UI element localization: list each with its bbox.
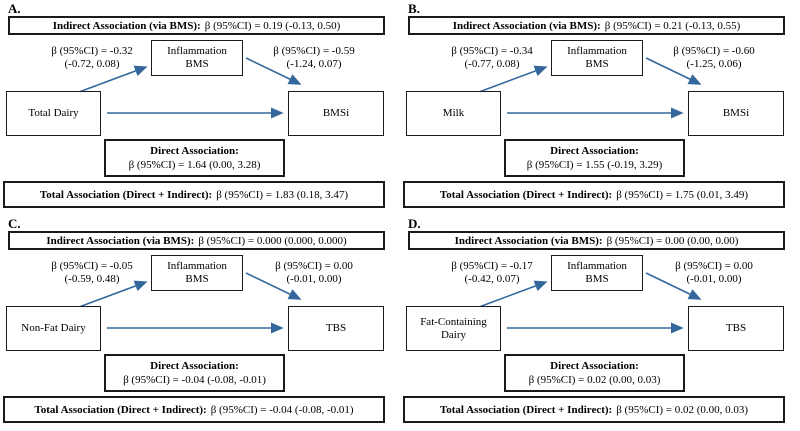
- indirect-association-value: β (95%CI) = 0.19 (-0.13, 0.50): [204, 19, 341, 32]
- path-a-ci: (-0.72, 0.08): [64, 58, 120, 70]
- path-a-ci: (-0.59, 0.48): [64, 273, 120, 285]
- panel-b: B. Indirect Association (via BMS): β (95…: [400, 0, 800, 215]
- mediator-name-line1: Inflammation: [167, 260, 227, 272]
- total-association-title: Total Association (Direct + Indirect):: [439, 188, 613, 201]
- mediator-box: Inflammation BMS: [551, 40, 643, 76]
- panel-c: C. Indirect Association (via BMS): β (95…: [0, 215, 400, 430]
- mediator-outcome-path-label: β (95%CI) = -0.59 (-1.24, 0.07): [252, 45, 376, 71]
- direct-association-value: β (95%CI) = 0.02 (0.00, 0.03): [528, 374, 661, 386]
- total-association-value: β (95%CI) = 1.83 (0.18, 3.47): [216, 188, 349, 201]
- panel-label: A.: [8, 1, 21, 16]
- path-b-ci: (-0.01, 0.00): [286, 273, 342, 285]
- indirect-association-box: Indirect Association (via BMS): β (95%CI…: [8, 231, 385, 250]
- indirect-association-box: Indirect Association (via BMS): β (95%CI…: [408, 16, 785, 35]
- indirect-association-value: β (95%CI) = 0.21 (-0.13, 0.55): [604, 19, 741, 32]
- total-association-value: β (95%CI) = 1.75 (0.01, 3.49): [616, 188, 749, 201]
- exposure-mediator-path-label: β (95%CI) = -0.17 (-0.42, 0.07): [428, 260, 556, 286]
- path-b-ci: (-0.01, 0.00): [686, 273, 742, 285]
- outcome-name: TBS: [725, 322, 747, 334]
- path-b-estimate: β (95%CI) = -0.60: [673, 45, 755, 57]
- indirect-association-title: Indirect Association (via BMS):: [452, 19, 601, 32]
- mediator-name-line2: BMS: [185, 58, 209, 70]
- path-a-estimate: β (95%CI) = -0.32: [51, 45, 133, 57]
- path-a-estimate: β (95%CI) = -0.17: [451, 260, 533, 272]
- total-association-box: Total Association (Direct + Indirect): β…: [403, 396, 785, 423]
- mediator-name-line1: Inflammation: [567, 260, 627, 272]
- panel-label: D.: [408, 216, 421, 231]
- mediator-name-line2: BMS: [585, 58, 609, 70]
- outcome-box: BMSi: [688, 91, 784, 136]
- total-association-value: β (95%CI) = 0.02 (0.00, 0.03): [616, 403, 749, 416]
- indirect-association-box: Indirect Association (via BMS): β (95%CI…: [8, 16, 385, 35]
- total-association-title: Total Association (Direct + Indirect):: [39, 188, 213, 201]
- path-b-ci: (-1.24, 0.07): [286, 58, 342, 70]
- exposure-box: Fat-Containing Dairy: [406, 306, 501, 351]
- indirect-association-title: Indirect Association (via BMS):: [52, 19, 201, 32]
- direct-association-box: Direct Association: β (95%CI) = 1.64 (0.…: [104, 139, 285, 177]
- exposure-mediator-path-label: β (95%CI) = -0.05 (-0.59, 0.48): [28, 260, 156, 286]
- exposure-name: Total Dairy: [28, 107, 79, 119]
- panel-a: A. Indirect Association (via BMS): β (95…: [0, 0, 400, 215]
- exposure-box: Milk: [406, 91, 501, 136]
- outcome-box: TBS: [688, 306, 784, 351]
- direct-association-box: Direct Association: β (95%CI) = 1.55 (-0…: [504, 139, 685, 177]
- total-association-title: Total Association (Direct + Indirect):: [439, 403, 613, 416]
- path-b-estimate: β (95%CI) = 0.00: [275, 260, 353, 272]
- mediator-outcome-path-label: β (95%CI) = 0.00 (-0.01, 0.00): [652, 260, 776, 286]
- exposure-name: Fat-Containing Dairy: [420, 315, 487, 341]
- outcome-box: BMSi: [288, 91, 384, 136]
- mediator-box: Inflammation BMS: [551, 255, 643, 291]
- mediator-box: Inflammation BMS: [151, 255, 243, 291]
- indirect-association-box: Indirect Association (via BMS): β (95%CI…: [408, 231, 785, 250]
- total-association-box: Total Association (Direct + Indirect): β…: [403, 181, 785, 208]
- direct-association-title: Direct Association:: [550, 145, 639, 157]
- exposure-name: Non-Fat Dairy: [21, 322, 86, 334]
- direct-association-title: Direct Association:: [150, 360, 239, 372]
- mediator-outcome-path-label: β (95%CI) = 0.00 (-0.01, 0.00): [252, 260, 376, 286]
- outcome-name: TBS: [325, 322, 347, 334]
- indirect-association-value: β (95%CI) = 0.000 (0.000, 0.000): [198, 234, 347, 247]
- panel-label: B.: [408, 1, 420, 16]
- exposure-mediator-path-label: β (95%CI) = -0.32 (-0.72, 0.08): [28, 45, 156, 71]
- path-a-estimate: β (95%CI) = -0.05: [51, 260, 133, 272]
- total-association-box: Total Association (Direct + Indirect): β…: [3, 396, 385, 423]
- indirect-association-title: Indirect Association (via BMS):: [46, 234, 195, 247]
- direct-association-title: Direct Association:: [150, 145, 239, 157]
- exposure-box: Non-Fat Dairy: [6, 306, 101, 351]
- direct-association-value: β (95%CI) = 1.64 (0.00, 3.28): [128, 159, 261, 171]
- direct-association-box: Direct Association: β (95%CI) = -0.04 (-…: [104, 354, 285, 392]
- outcome-name: BMSi: [322, 107, 350, 119]
- total-association-title: Total Association (Direct + Indirect):: [34, 403, 207, 416]
- mediator-box: Inflammation BMS: [151, 40, 243, 76]
- direct-association-box: Direct Association: β (95%CI) = 0.02 (0.…: [504, 354, 685, 392]
- total-association-value: β (95%CI) = -0.04 (-0.08, -0.01): [210, 403, 354, 416]
- exposure-box: Total Dairy: [6, 91, 101, 136]
- mediator-name-line2: BMS: [585, 273, 609, 285]
- panel-d: D. Indirect Association (via BMS): β (95…: [400, 215, 800, 430]
- path-a-ci: (-0.42, 0.07): [464, 273, 520, 285]
- outcome-box: TBS: [288, 306, 384, 351]
- path-b-ci: (-1.25, 0.06): [686, 58, 742, 70]
- panel-label: C.: [8, 216, 21, 231]
- mediator-outcome-path-label: β (95%CI) = -0.60 (-1.25, 0.06): [652, 45, 776, 71]
- path-a-ci: (-0.77, 0.08): [464, 58, 520, 70]
- outcome-name: BMSi: [722, 107, 750, 119]
- exposure-mediator-path-label: β (95%CI) = -0.34 (-0.77, 0.08): [428, 45, 556, 71]
- path-b-estimate: β (95%CI) = -0.59: [273, 45, 355, 57]
- direct-association-value: β (95%CI) = -0.04 (-0.08, -0.01): [123, 374, 266, 386]
- mediator-name-line2: BMS: [185, 273, 209, 285]
- indirect-association-title: Indirect Association (via BMS):: [454, 234, 603, 247]
- indirect-association-value: β (95%CI) = 0.00 (0.00, 0.00): [606, 234, 739, 247]
- exposure-name: Milk: [442, 107, 465, 119]
- total-association-box: Total Association (Direct + Indirect): β…: [3, 181, 385, 208]
- direct-association-value: β (95%CI) = 1.55 (-0.19, 3.29): [526, 159, 663, 171]
- path-a-estimate: β (95%CI) = -0.34: [451, 45, 533, 57]
- mediator-name-line1: Inflammation: [567, 45, 627, 57]
- mediator-name-line1: Inflammation: [167, 45, 227, 57]
- path-b-estimate: β (95%CI) = 0.00: [675, 260, 753, 272]
- direct-association-title: Direct Association:: [550, 360, 639, 372]
